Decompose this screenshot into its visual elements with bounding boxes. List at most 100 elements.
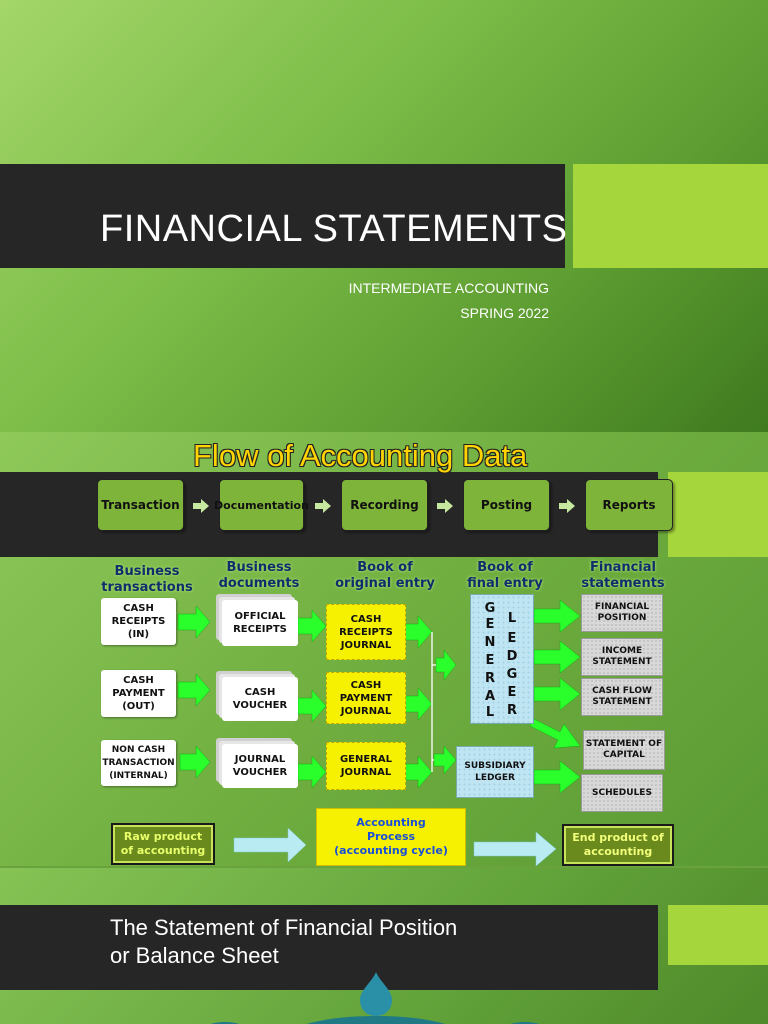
ledger-letter: N xyxy=(484,635,496,650)
box-line: RECEIPTS xyxy=(339,626,393,638)
header-line: documents xyxy=(218,576,300,591)
box-line: LEDGER xyxy=(475,773,515,783)
transaction-cash-payment: CASH PAYMENT (OUT) xyxy=(101,670,176,717)
title-line: The Statement of Financial Position xyxy=(110,915,458,940)
process-arrow-icon xyxy=(473,831,557,866)
statement-cash-flow: CASH FLOW STATEMENT xyxy=(581,678,663,716)
statement-schedules: SCHEDULES xyxy=(581,774,663,812)
box-line: POSITION xyxy=(597,613,647,623)
green-arrow-icon xyxy=(179,745,211,779)
column-header-transactions: Business transactions xyxy=(97,564,197,596)
green-arrow-icon xyxy=(533,760,581,794)
column-header-final-entry: Book of final entry xyxy=(458,560,552,592)
box-line: JOURNAL xyxy=(340,639,392,651)
header-line: statements xyxy=(581,576,665,591)
header-line: Book of xyxy=(357,560,413,575)
title-bar xyxy=(0,164,565,268)
base-shape xyxy=(306,1016,446,1024)
header-line: Business xyxy=(226,560,292,575)
box-line: CASH xyxy=(350,613,382,625)
green-arrow-icon xyxy=(177,605,211,639)
green-arrow-icon xyxy=(403,755,433,789)
green-arrow-icon xyxy=(297,609,327,643)
box-line: JOURNAL xyxy=(234,754,286,765)
header-line: Book of xyxy=(477,560,533,575)
slide-flow: Flow of Accounting Data Transaction Docu… xyxy=(0,432,768,866)
box-line: CASH xyxy=(123,603,154,614)
box-line: (accounting cycle) xyxy=(334,844,448,857)
box-line: TRANSACTION xyxy=(102,757,175,768)
journal-general: GENERAL JOURNAL xyxy=(326,742,406,790)
box-line: VOUCHER xyxy=(232,700,288,711)
end-product-box: End product of accounting xyxy=(562,824,674,866)
ledger-letter: L xyxy=(507,611,517,626)
box-line: INCOME xyxy=(601,646,643,656)
box-line: OFFICIAL xyxy=(234,611,286,622)
box-line: CASH xyxy=(123,675,154,686)
journal-cash-receipts: CASH RECEIPTS JOURNAL xyxy=(326,604,406,660)
step-arrow-icon xyxy=(315,499,331,513)
water-drop-icon xyxy=(360,972,392,1016)
box-line: JOURNAL xyxy=(340,705,392,717)
accounting-process-box: Accounting Process (accounting cycle) xyxy=(316,808,466,866)
box-line: NON CASH xyxy=(111,744,166,755)
step-transaction: Transaction xyxy=(97,479,184,531)
step-documentation: Documentation xyxy=(214,479,309,531)
step-arrow-icon xyxy=(559,499,575,513)
ledger-letter: R xyxy=(484,671,495,686)
box-line: RECEIPTS xyxy=(111,616,166,627)
box-line: STATEMENT OF xyxy=(585,739,663,749)
green-arrow-icon xyxy=(177,673,211,707)
box-line: STATEMENT xyxy=(592,697,652,707)
box-line: Process xyxy=(366,830,416,843)
box-line: Accounting xyxy=(356,816,426,829)
ledger-letter: D xyxy=(506,649,518,664)
green-arrow-icon xyxy=(533,640,581,674)
box-line: (OUT) xyxy=(122,701,155,712)
box-line: GENERAL xyxy=(339,754,393,765)
document-journal-voucher: JOURNAL VOUCHER xyxy=(222,744,298,788)
column-header-statements: Financial statements xyxy=(578,560,668,592)
box-line: SUBSIDIARY xyxy=(464,761,526,771)
slide3-title: The Statement of Financial Position or B… xyxy=(110,914,457,970)
slide1-title: FINANCIAL STATEMENTS xyxy=(100,208,568,250)
box-line: (IN) xyxy=(127,629,150,640)
decorative-shapes xyxy=(210,972,540,1024)
ledger-letter: A xyxy=(484,689,496,704)
box-line: CASH xyxy=(350,679,382,691)
slide1-subtitle-course: INTERMEDIATE ACCOUNTING xyxy=(348,280,549,296)
box-line: FINANCIAL xyxy=(594,602,650,612)
document-cash-voucher: CASH VOUCHER xyxy=(222,677,298,721)
title-accent xyxy=(668,905,768,965)
box-line: CAPITAL xyxy=(603,750,645,760)
statement-income: INCOME STATEMENT xyxy=(581,638,663,676)
general-ledger: G E N E R A L L E D G E R xyxy=(470,594,534,724)
ledger-letter: L xyxy=(485,705,495,720)
process-arrow-icon xyxy=(233,827,307,863)
box-line: PAYMENT xyxy=(339,692,393,704)
green-arrow-icon xyxy=(297,755,327,789)
green-arrow-icon xyxy=(433,745,457,775)
box-line: JOURNAL xyxy=(340,767,392,778)
ledger-letter: E xyxy=(485,617,495,632)
green-arrow-icon xyxy=(529,717,581,749)
title-accent xyxy=(573,164,768,268)
ledger-letter: E xyxy=(485,653,495,668)
green-arrow-icon xyxy=(403,687,433,721)
flow-title: Flow of Accounting Data xyxy=(193,438,528,473)
green-arrow-icon xyxy=(533,599,581,633)
column-header-original-entry: Book of original entry xyxy=(330,560,440,592)
box-line: VOUCHER xyxy=(232,767,288,778)
ledger-letter: E xyxy=(507,631,517,646)
column-header-documents: Business documents xyxy=(218,560,300,592)
ledger-letter: G xyxy=(484,601,496,616)
header-line: Business xyxy=(114,564,180,579)
header-line: final entry xyxy=(467,576,543,591)
box-line: (INTERNAL) xyxy=(109,770,168,781)
step-reports: Reports xyxy=(585,479,673,531)
slide-title: FINANCIAL STATEMENTS INTERMEDIATE ACCOUN… xyxy=(0,0,768,432)
slide1-subtitle-term: SPRING 2022 xyxy=(460,305,549,321)
step-posting: Posting xyxy=(463,479,550,531)
green-arrow-icon xyxy=(435,649,457,681)
flow-arrows xyxy=(177,599,581,866)
